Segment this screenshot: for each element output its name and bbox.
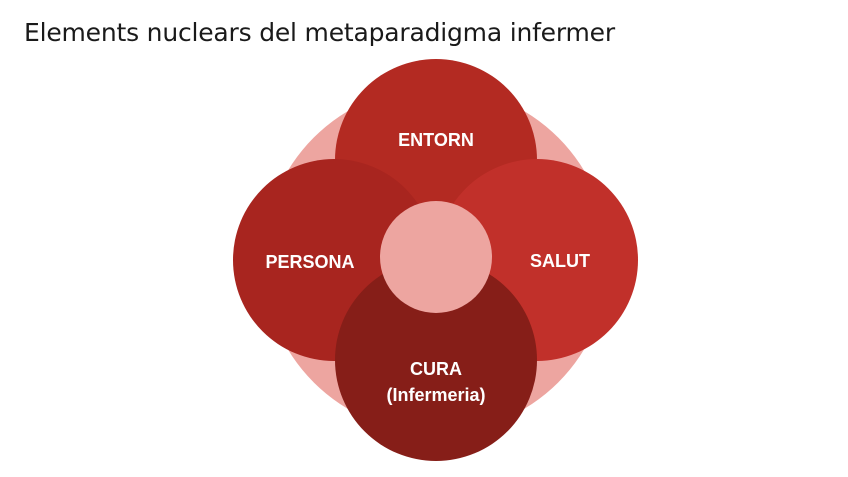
circle-cura — [335, 259, 537, 461]
label-cura: CURA — [410, 359, 462, 379]
label-salut: SALUT — [530, 251, 590, 271]
label-persona: PERSONA — [265, 252, 354, 272]
label-infermeria: (Infermeria) — [386, 385, 485, 405]
center-circle — [380, 201, 492, 313]
page-title: Elements nuclears del metaparadigma infe… — [24, 18, 615, 47]
label-entorn: ENTORN — [398, 130, 474, 150]
